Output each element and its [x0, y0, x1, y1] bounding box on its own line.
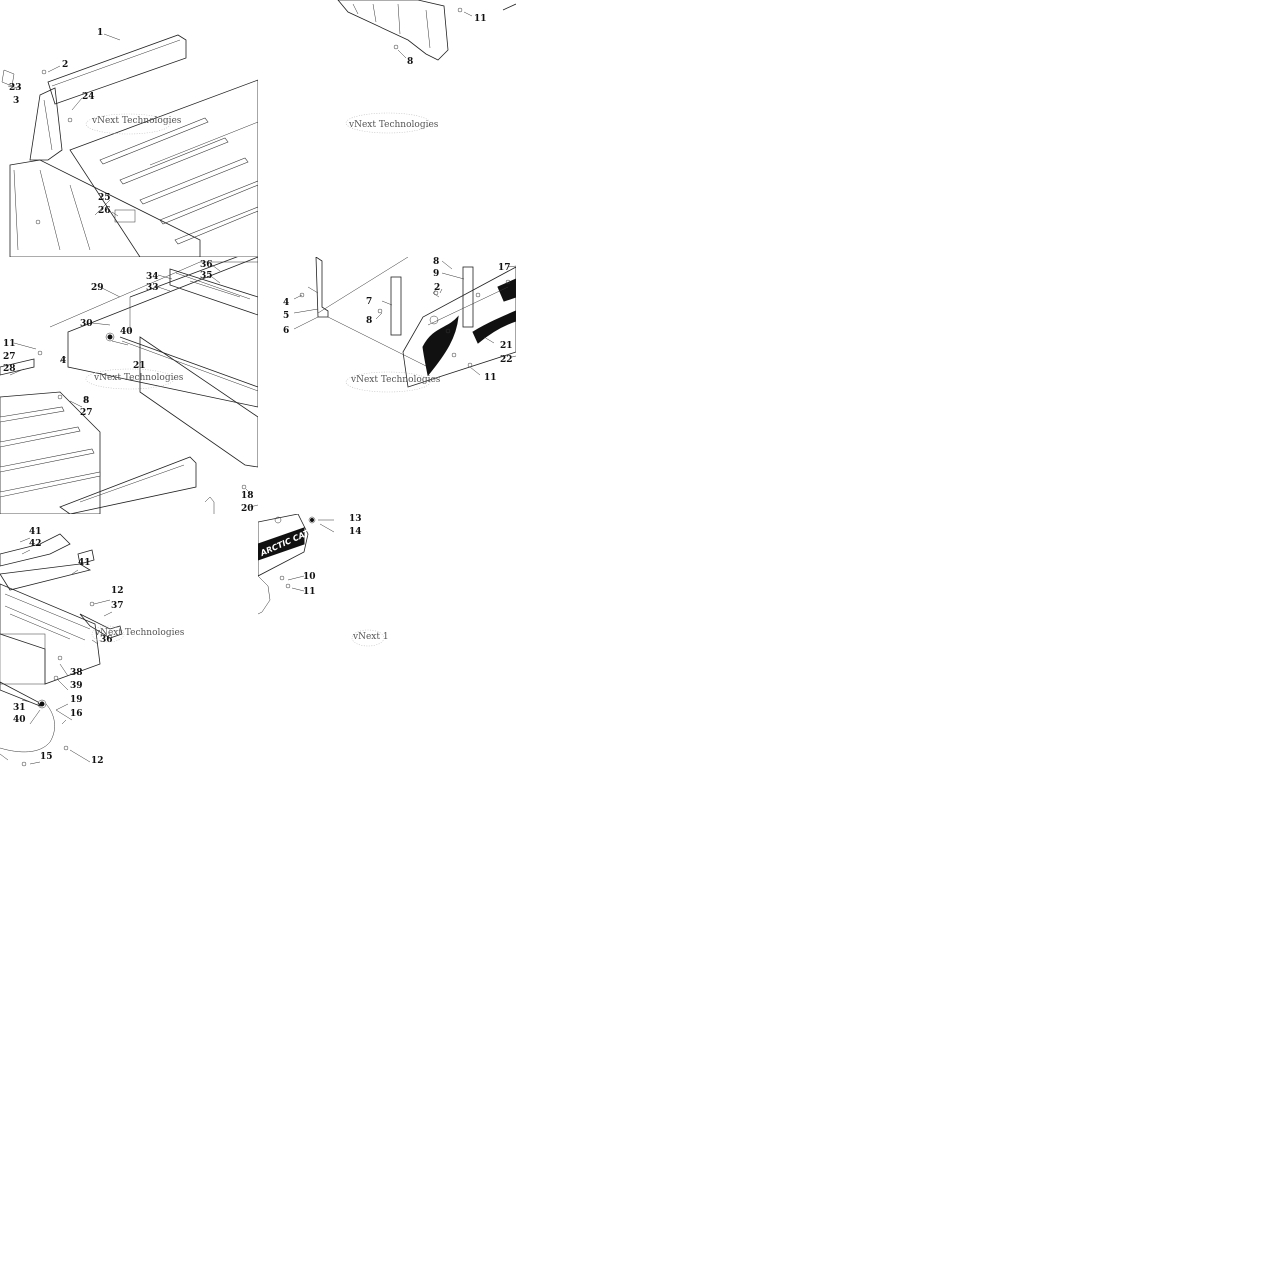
callout-label: 11 — [3, 339, 16, 349]
callout-label: 40 — [120, 327, 133, 337]
callout-label: 8 — [83, 396, 89, 406]
callout-label: 38 — [70, 668, 83, 678]
callout-label: 10 — [303, 572, 316, 582]
callout-label: 12 — [91, 756, 104, 766]
callout-label: 40 — [13, 715, 26, 725]
callout-label: 23 — [9, 83, 22, 93]
diagram-tile-tailgate-decal: 8 9 17 4 7 2 5 6 8 21 22 11 vNext Techno… — [258, 257, 516, 514]
watermark-text: vNext Technologies — [350, 375, 441, 385]
callout-label: 29 — [91, 283, 104, 293]
callout-label: 36 — [200, 260, 213, 270]
callout-label: 2 — [62, 60, 68, 70]
tailgate-decal-drawing: 8 9 17 4 7 2 5 6 8 21 22 11 vNext Techno… — [283, 257, 516, 393]
callout-label: 8 — [366, 316, 372, 326]
tailgate-latch-drawing: 41 42 41 12 37 36 38 39 31 19 40 16 15 1… — [0, 527, 185, 767]
watermark-text: vNext Technologies — [93, 373, 184, 383]
diagram-tile-tailgate-latch: 41 42 41 12 37 36 38 39 31 19 40 16 15 1… — [0, 514, 258, 771]
callout-label: 28 — [3, 364, 16, 374]
diagram-tile-tailgate-edge: 11 8 vNext Technologies — [258, 0, 516, 257]
callout-label: 11 — [484, 373, 497, 383]
callout-label: 9 — [433, 269, 439, 279]
callout-label: 35 — [200, 271, 213, 281]
callout-label: 27 — [80, 408, 93, 418]
callout-label: 18 — [241, 491, 254, 501]
logo-panel-drawing: ARCTIC CAT 13 14 10 11 vNext 1 — [258, 514, 388, 647]
callout-label: 36 — [100, 635, 113, 645]
diagram-tile-cargo-box-front: 1 2 23 3 24 25 26 vNext Technologies — [0, 0, 258, 257]
callout-label: 16 — [70, 709, 83, 719]
callout-label: 11 — [474, 14, 487, 24]
callout-label: 22 — [500, 355, 513, 365]
callout-label: 8 — [407, 57, 413, 67]
watermark-text: vNext Technologies — [91, 116, 182, 126]
diagram-tile-logo-panel: ARCTIC CAT 13 14 10 11 vNext 1 — [258, 514, 388, 649]
callout-label: 24 — [82, 92, 95, 102]
callout-label: 20 — [241, 504, 254, 514]
callout-label: 6 — [283, 326, 289, 336]
bed-floor-drawing: 29 34 36 35 33 30 40 11 27 28 4 21 8 27 … — [0, 257, 258, 514]
watermark-text: vNext 1 — [352, 632, 388, 642]
callout-label: 33 — [146, 283, 159, 293]
callout-label: 21 — [133, 361, 146, 371]
callout-label: 8 — [433, 257, 439, 267]
callout-label: 37 — [111, 601, 124, 611]
callout-label: 26 — [98, 206, 111, 216]
callout-label: 34 — [146, 272, 159, 282]
callout-label: 19 — [70, 695, 83, 705]
callout-label: 25 — [98, 193, 111, 203]
callout-label: 41 — [78, 558, 91, 568]
callout-label: 13 — [349, 514, 362, 524]
callout-label: 4 — [60, 356, 66, 366]
callout-label: 21 — [500, 341, 513, 351]
diagram-tile-bed-floor: 29 34 36 35 33 30 40 11 27 28 4 21 8 27 … — [0, 257, 258, 514]
callout-label: 3 — [13, 96, 19, 106]
callout-label: 27 — [3, 352, 16, 362]
tailgate-edge-drawing: 11 8 vNext Technologies — [337, 0, 516, 134]
callout-label: 39 — [70, 681, 83, 691]
cargo-box-front-drawing: 1 2 23 3 24 25 26 vNext Technologies — [1, 28, 258, 257]
callout-label: 41 — [29, 527, 42, 537]
callout-label: 14 — [349, 527, 362, 537]
callout-label: 5 — [283, 311, 289, 321]
callout-label: 11 — [303, 587, 316, 597]
callout-label: 7 — [366, 297, 372, 307]
callout-label: 12 — [111, 586, 124, 596]
watermark-text: vNext Technologies — [348, 120, 439, 130]
callout-label: 4 — [283, 298, 289, 308]
callout-label: 30 — [80, 319, 93, 329]
callout-label: 1 — [97, 28, 103, 38]
callout-label: 42 — [29, 539, 42, 549]
callout-label: 2 — [434, 283, 440, 293]
callout-label: 15 — [40, 752, 53, 762]
watermark-text: vNext Technologies — [94, 628, 185, 638]
callout-label: 17 — [498, 263, 511, 273]
callout-label: 31 — [13, 703, 26, 713]
